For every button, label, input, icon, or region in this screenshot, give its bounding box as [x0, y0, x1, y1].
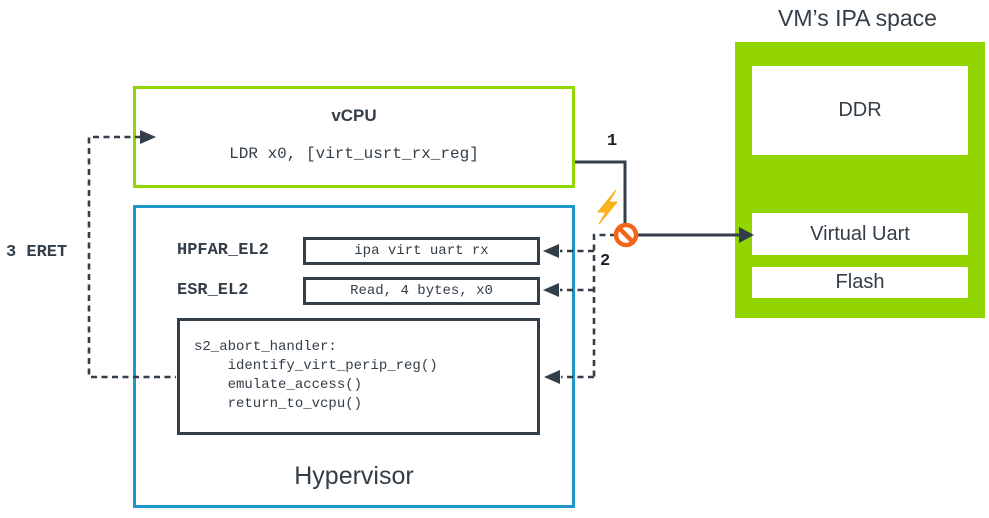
- trap-info-path: [592, 233, 616, 377]
- ipa-space-title: VM’s IPA space: [778, 5, 937, 31]
- trap-lightning-icon: [597, 189, 618, 225]
- s2-abort-handler-box: s2_abort_handler: identify_virt_perip_re…: [177, 318, 540, 435]
- region-virtual-uart: Virtual Uart: [752, 213, 968, 255]
- handler-code-line: emulate_access(): [194, 377, 363, 393]
- handler-code-line: s2_abort_handler:: [194, 339, 337, 355]
- region-ddr-label: DDR: [838, 99, 882, 121]
- step2-label: 2: [600, 252, 611, 271]
- hpfar-el2-value-box: ipa virt uart rx: [303, 237, 540, 265]
- access-blocked-icon: [613, 222, 639, 248]
- region-flash-label: Flash: [835, 271, 885, 293]
- ipa-space-box: DDR Virtual Uart Flash: [735, 42, 985, 318]
- step3-eret-label: 3 ERET: [6, 243, 68, 262]
- vcpu-title: vCPU: [331, 106, 377, 125]
- access-blocked-slash-icon: [617, 226, 635, 244]
- region-flash: Flash: [752, 267, 968, 298]
- esr-el2-value-box: Read, 4 bytes, x0: [303, 277, 540, 305]
- handler-code-line: identify_virt_perip_reg(): [194, 358, 438, 374]
- region-virtual-uart-label: Virtual Uart: [810, 222, 910, 245]
- hypervisor-title: Hypervisor: [294, 462, 414, 490]
- step1-access-line: [575, 160, 627, 224]
- region-ddr: DDR: [752, 66, 968, 155]
- vcpu-box: vCPU LDR x0, [virt_usrt_rx_reg]: [133, 86, 575, 188]
- esr-el2-label: ESR_EL2: [177, 281, 249, 300]
- step1-label: 1: [607, 132, 618, 151]
- vcpu-instruction: LDR x0, [virt_usrt_rx_reg]: [229, 145, 479, 163]
- hpfar-el2-label: HPFAR_EL2: [177, 241, 269, 260]
- handler-code-line: return_to_vcpu(): [194, 396, 363, 412]
